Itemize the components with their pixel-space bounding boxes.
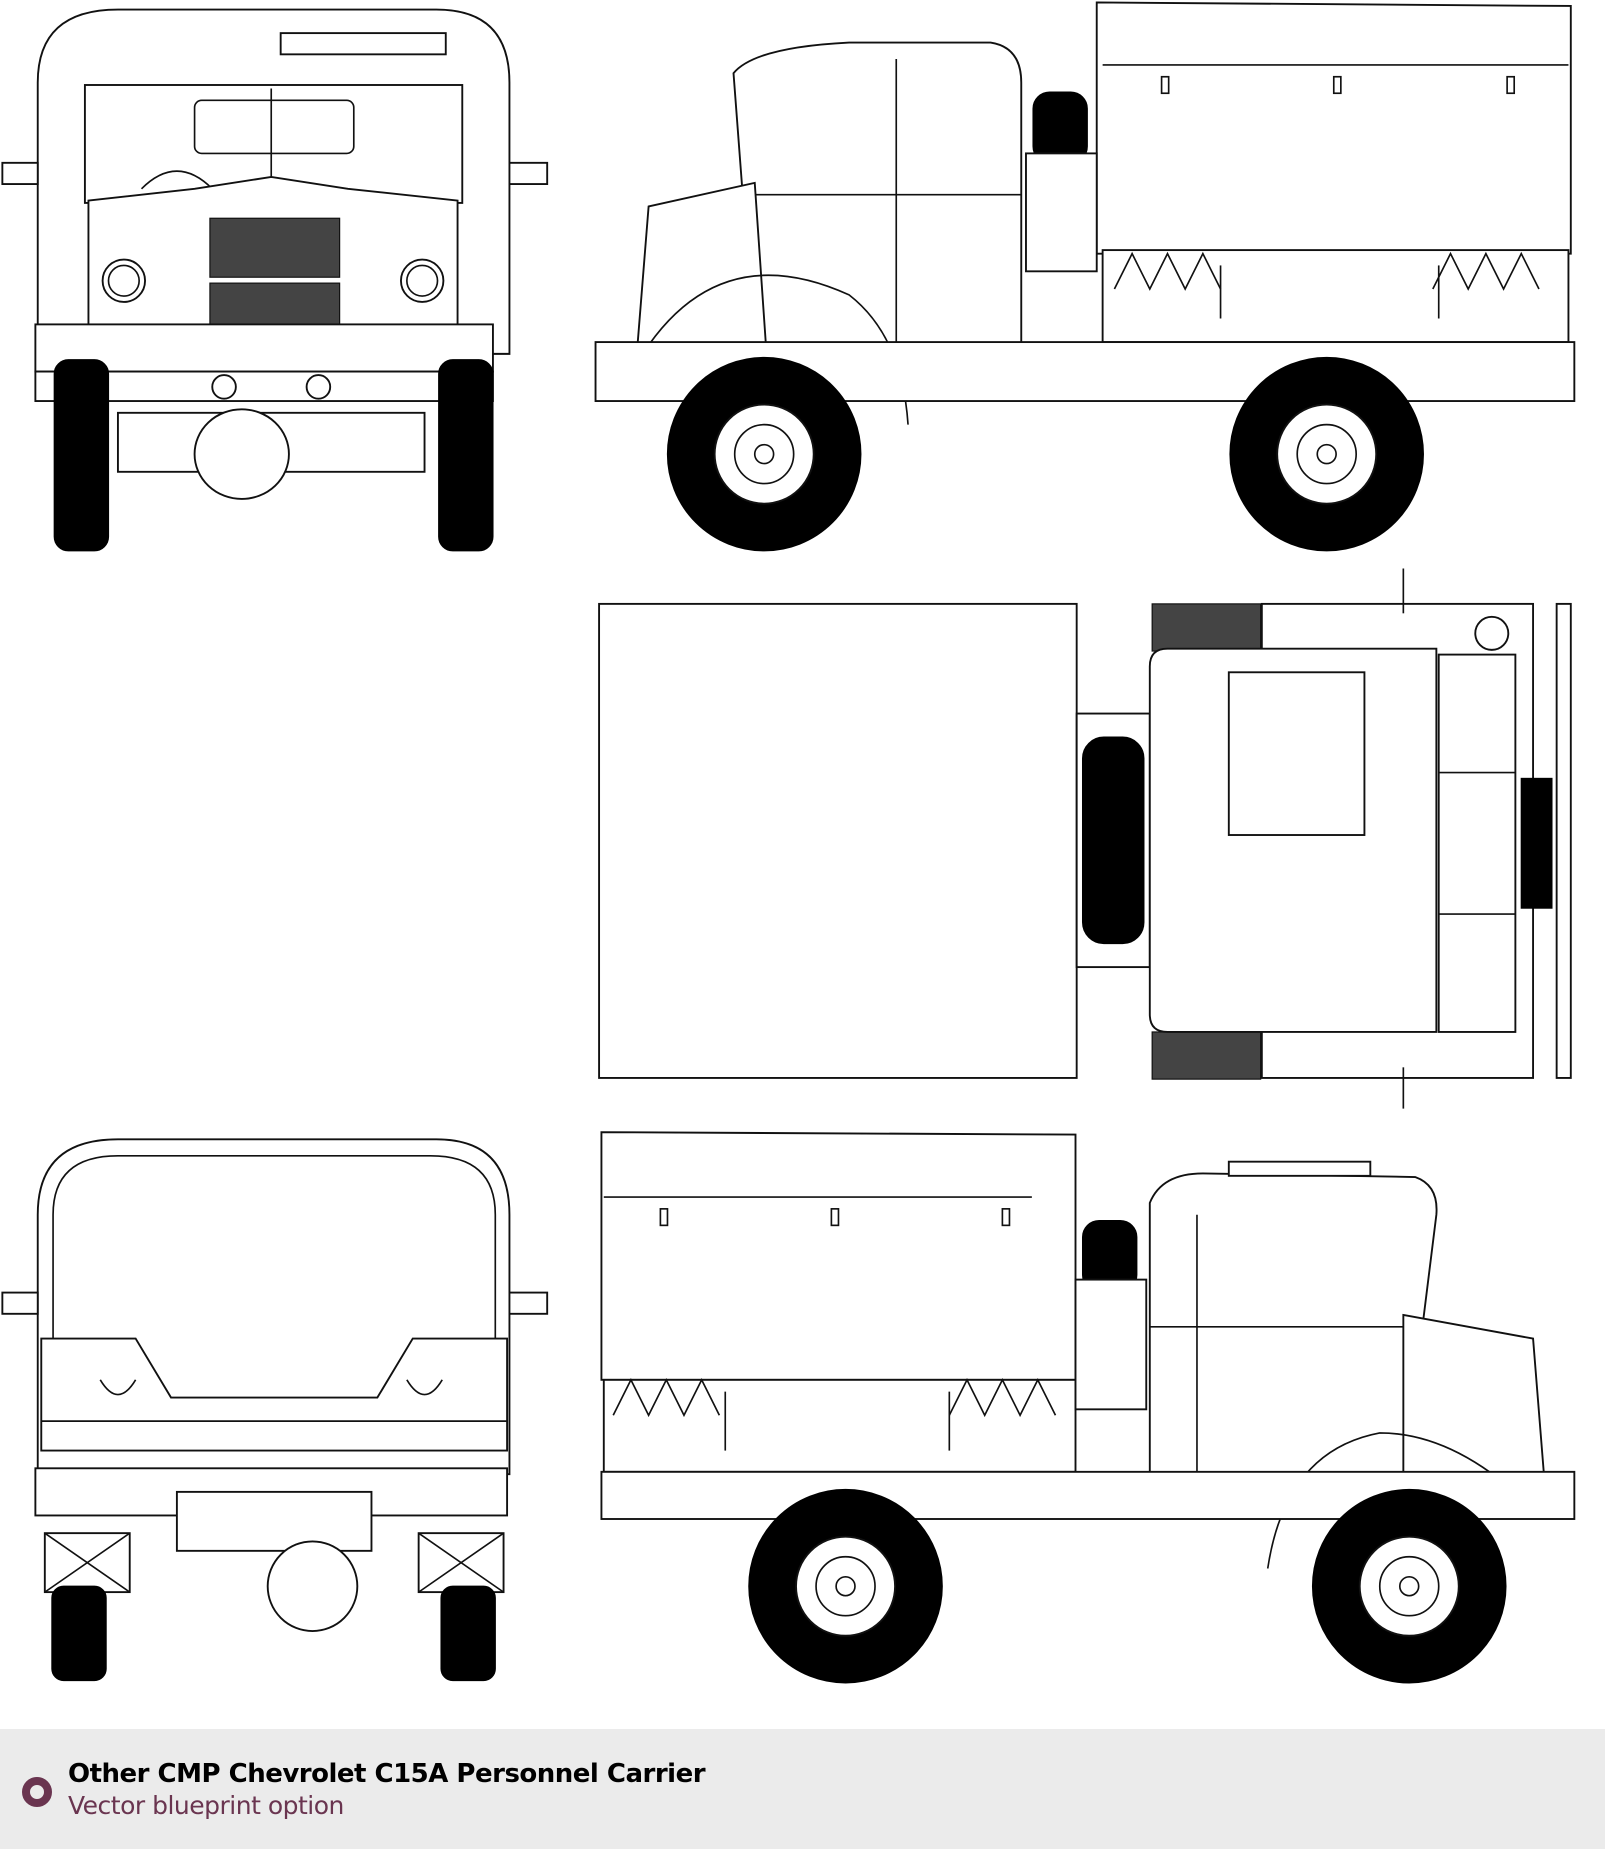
caption-subtitle: Vector blueprint option (68, 1791, 344, 1820)
front-view (1, 8, 549, 552)
right-side-view (600, 1131, 1576, 1684)
top-view (598, 568, 1572, 1109)
left-side-view (594, 1, 1576, 552)
rear-view (1, 1138, 549, 1682)
bullet-ring-icon (22, 1777, 52, 1807)
caption-title: Other CMP Chevrolet C15A Personnel Carri… (68, 1759, 706, 1789)
blueprint-drawing (1, 1, 1576, 1684)
caption-footer: Other CMP Chevrolet C15A Personnel Carri… (0, 1729, 1605, 1849)
